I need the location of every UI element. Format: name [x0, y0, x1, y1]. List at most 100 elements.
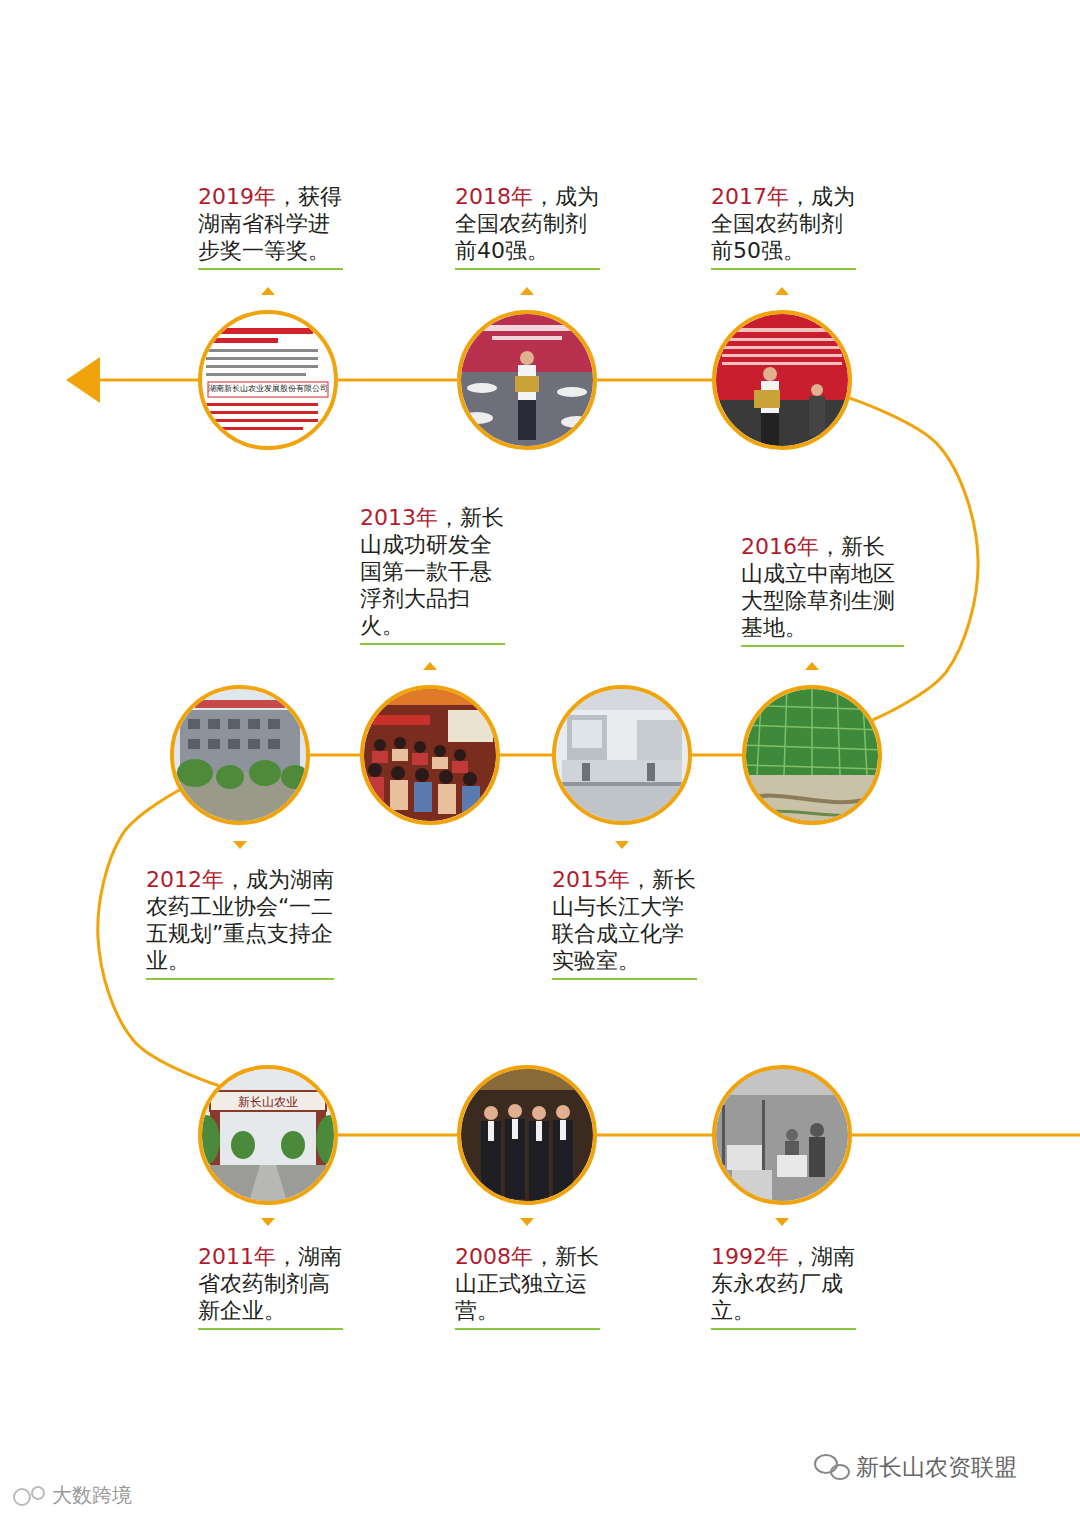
illustration-part [198, 310, 338, 450]
milestone-circle: 2015年，新长山与长江大学联合成立化学实验室。 [552, 685, 692, 825]
illustration-part [809, 1137, 825, 1177]
illustration-part [732, 1170, 772, 1200]
lab-photo [552, 685, 692, 826]
milestone-year: 1992年 [711, 1244, 789, 1269]
illustration-part [248, 719, 260, 729]
illustration-part [261, 1218, 275, 1226]
illustration-part [582, 763, 590, 781]
illustration-part [742, 795, 882, 802]
document-photo [198, 310, 338, 450]
illustration-part [316, 1115, 344, 1165]
illustration-part [742, 810, 882, 815]
factory-photo [712, 1065, 852, 1205]
timeline-connector [500, 754, 552, 757]
illustration-part [775, 1218, 789, 1226]
milestone-year: 2013年 [360, 505, 438, 530]
milestone-circle: 2016年，新长山成立中南地区大型除草剂生测基地。 [742, 685, 882, 825]
illustration-part [192, 1115, 220, 1165]
illustration-part [552, 685, 692, 826]
illustration-part [488, 1121, 494, 1141]
illustration-part [32, 1487, 44, 1499]
illustration-part [722, 362, 842, 365]
illustration-part [712, 1065, 852, 1095]
illustration-part [520, 351, 534, 365]
illustration-part [757, 685, 762, 775]
milestone-circle: 2011年，湖南省农药制剂高新企业。 [198, 1065, 338, 1205]
illustration-part [208, 739, 220, 749]
illustration-part [862, 685, 867, 775]
illustration-part [467, 383, 497, 393]
timeline-line [852, 1134, 1080, 1137]
illustration-part [268, 739, 280, 749]
illustration-part [784, 685, 787, 775]
illustration-part [394, 737, 406, 749]
illustration-part [508, 1104, 522, 1118]
illustration-part [461, 412, 493, 424]
illustration-part [560, 1120, 566, 1140]
illustration-part [463, 772, 477, 786]
illustration-part [391, 766, 405, 780]
meeting-photo [360, 685, 500, 825]
illustration-part [390, 780, 408, 810]
illustration-part [552, 786, 692, 826]
illustration-part [228, 719, 240, 729]
illustration-part [198, 1165, 338, 1205]
illustration-part [188, 739, 200, 749]
illustration-part [529, 1121, 549, 1201]
illustration-part [412, 753, 428, 765]
illustration-part [372, 751, 388, 763]
illustration-part [512, 1119, 518, 1139]
illustration-part [811, 685, 813, 775]
illustration-part [188, 719, 280, 749]
illustration-part [831, 1465, 849, 1479]
illustration-part [192, 1115, 344, 1165]
illustration-part [233, 841, 247, 849]
illustration-part [775, 287, 789, 295]
milestone-year: 2018年 [455, 184, 533, 209]
field-photo [742, 685, 882, 825]
timeline-connector [338, 379, 457, 382]
illustration-part [177, 759, 309, 789]
illustration-part [712, 310, 852, 450]
timeline-connector [597, 1134, 712, 1137]
illustration-part [434, 745, 446, 757]
timeline-connector [338, 1134, 457, 1137]
milestone-caption: 2011年，湖南省农药制剂高新企业。 [198, 1243, 343, 1330]
illustration-part [208, 382, 328, 397]
illustration-part [712, 1065, 852, 1205]
illustration-part [727, 1145, 762, 1170]
illustration-part [492, 336, 562, 340]
illustration-part [762, 1100, 765, 1170]
milestone-caption: 2015年，新长山与长江大学联合成立化学实验室。 [552, 866, 697, 980]
illustration-part [170, 685, 310, 827]
illustration-part [414, 741, 426, 753]
illustration-part [615, 841, 629, 849]
illustration-part [722, 354, 842, 357]
illustration-part [810, 1123, 824, 1137]
award-photo [457, 310, 597, 452]
illustration-part [268, 719, 280, 729]
milestone-circle: 2018年，成为全国农药制剂前40强。 [457, 310, 597, 450]
illustration-part [532, 1106, 546, 1120]
illustration-part [206, 365, 318, 368]
illustration-part [228, 739, 240, 749]
illustration-part [216, 765, 244, 789]
milestone-year: 2011年 [198, 1244, 276, 1269]
milestone-circle: 2012年，成为湖南农药工业协会“一二五规划”重点支持企业。 [170, 685, 310, 825]
illustration-part [457, 310, 597, 452]
timeline-line [98, 379, 198, 382]
illustration-part [360, 685, 500, 825]
illustration-part [281, 765, 309, 789]
illustration-part [457, 1065, 597, 1205]
illustration-part [815, 1455, 837, 1473]
milestone-year: 2008年 [455, 1244, 533, 1269]
illustration-part [248, 739, 260, 749]
milestone-year: 2016年 [741, 534, 819, 559]
illustration-part [786, 1129, 798, 1141]
illustration-part [518, 400, 536, 440]
illustration-part [423, 662, 437, 670]
timeline-connector [310, 754, 360, 757]
illustration-part [414, 782, 480, 816]
illustration-part [14, 1489, 30, 1505]
illustration-part [811, 384, 823, 396]
